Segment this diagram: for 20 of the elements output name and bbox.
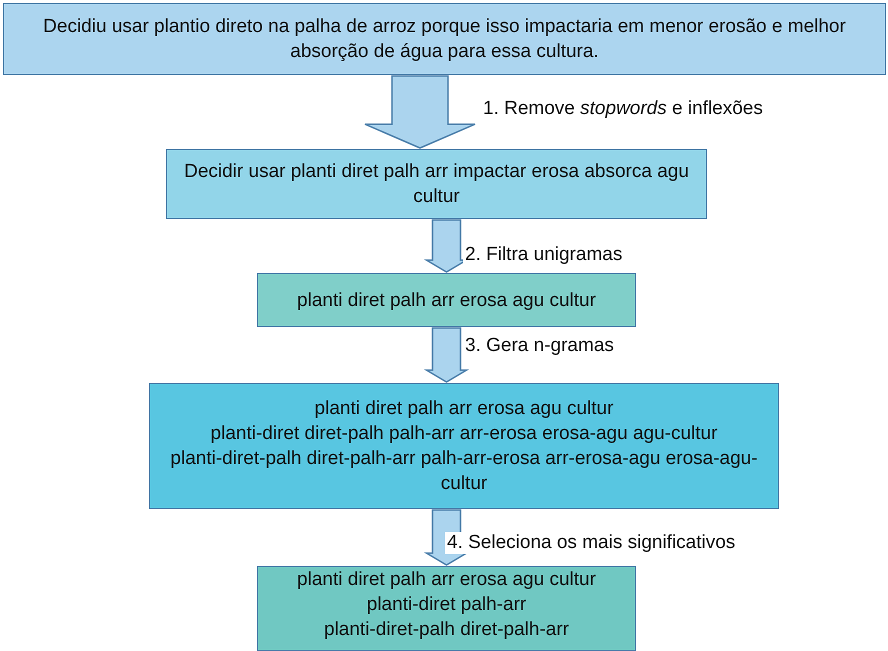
box-text: planti-diret-palh diret-palh-arr palh-arr-erosa arr-erosa-agu erosa-agu-cultur [169,447,759,496]
process-box [3,3,886,75]
box-text: planti diret palh arr erosa agu cultur [297,568,596,592]
process-box [257,566,636,651]
process-box [166,149,707,219]
box-text: planti diret palh arr erosa agu cultur [314,397,614,421]
block-arrow [424,327,470,383]
box-text: planti-diret-palh diret-palh-arr [324,618,569,642]
edge-label: 3. Gera n-gramas [463,335,616,357]
box-text: planti-diret palh-arr [366,593,526,617]
box-text: planti diret palh arr erosa agu cultur [297,288,596,312]
edge-label: 1. Remove stopwords e inflexões [481,98,765,120]
block-arrow [364,75,476,149]
box-text: Decidir usar planti diret palh arr impactar erosa absorca agu cultur [183,160,690,209]
process-box [257,273,636,327]
edge-label: 4. Seleciona os mais significativos [445,532,738,554]
process-box [149,383,779,509]
edge-label: 2. Filtra unigramas [463,244,624,266]
box-text: planti-diret diret-palh palh-arr arr-erosa erosa-agu agu-cultur [210,422,718,446]
box-text: Decidiu usar plantio direto na palha de arroz porque isso impactaria em menor erosão e melhor absorção de água para essa cultura. [42,15,847,64]
